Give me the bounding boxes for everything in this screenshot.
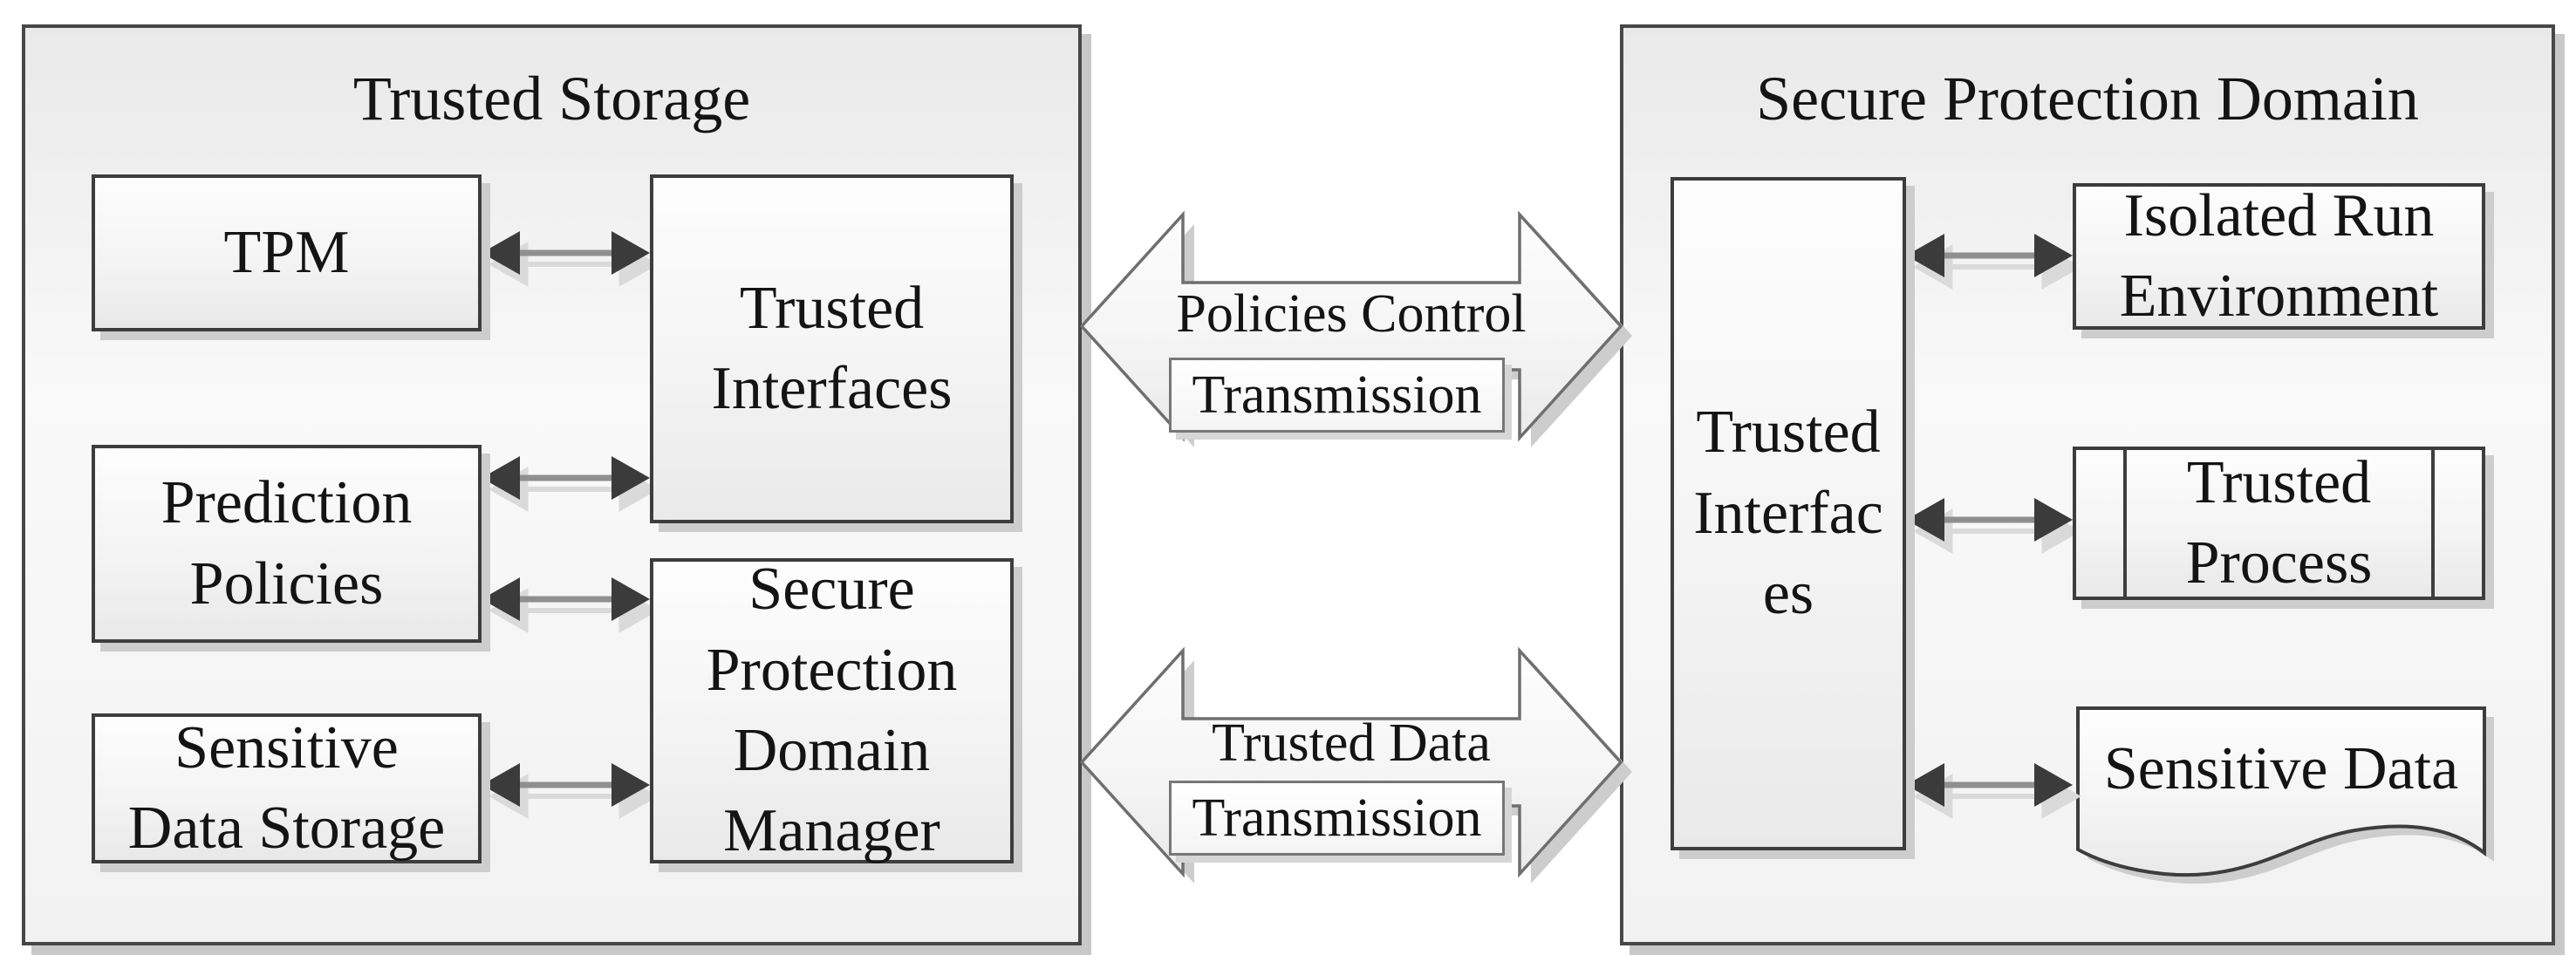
trusted-process-left-bar [2123,450,2127,597]
secure-protection-domain-title: Secure Protection Domain [1756,63,2419,133]
isolated-run-environment-label: Isolated Run Environment [2119,181,2439,330]
secure-protection-domain-manager-label: Secure Protection Domain Manager [706,556,958,865]
prediction-policies-box: Prediction Policies [92,445,482,643]
trusted-storage-title: Trusted Storage [352,63,751,133]
policies-control-label: Policies Control [1176,283,1527,344]
data-transmission-box: Transmission [1169,781,1505,856]
trusted-process-label: Trusted Process [2185,448,2373,597]
sensitive-data-storage-label: Sensitive Data Storage [127,713,446,862]
tpm-box: TPM [92,174,482,331]
trusted-interfaces-box-right: Trusted Interfac es [1671,177,1906,850]
trusted-process-right-bar [2431,450,2435,597]
trusted-interfaces-label-right: Trusted Interfac es [1693,399,1883,628]
trusted-data-label: Trusted Data [1212,713,1491,773]
prediction-policies-label: Prediction Policies [161,469,413,617]
trusted-interfaces-box-left: Trusted Interfaces [650,174,1014,523]
trusted-process-box: Trusted Process [2073,447,2485,600]
sensitive-data-label: Sensitive Data [2103,735,2459,802]
secure-protection-domain-manager-box: Secure Protection Domain Manager [650,556,1014,864]
sensitive-data-storage-box: Sensitive Data Storage [92,713,482,863]
tpm-label: TPM [223,218,350,286]
policies-transmission-box: Transmission [1169,358,1505,433]
isolated-run-environment-box: Isolated Run Environment [2073,182,2485,330]
trusted-interfaces-label-left: Trusted Interfaces [711,274,953,422]
